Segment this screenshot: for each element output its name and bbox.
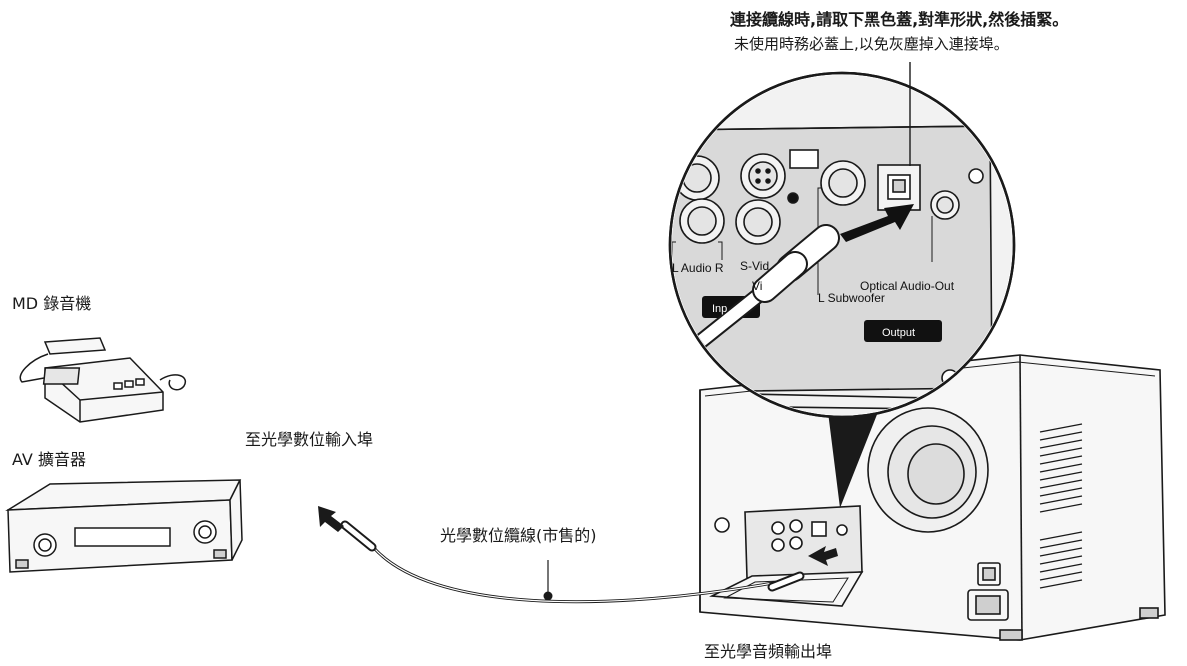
md-recorder-label: MD 錄音機 [12, 294, 92, 313]
arrow-to-device [318, 506, 344, 532]
panel-label-svideo: S-Vid [740, 259, 769, 273]
panel-label-input: Inp [712, 303, 727, 315]
to-optical-audio-out-label: 至光學音頻輸出埠 [704, 642, 833, 661]
md-recorder-illustration [19, 337, 187, 423]
panel-label-audio: L Audio R [672, 261, 724, 275]
av-amplifier-illustration [5, 479, 243, 573]
av-amplifier-label: AV 擴音器 [12, 450, 86, 469]
zoom-view: L Audio R S-Vid Vi L Subwoofer Optical A… [668, 62, 1016, 419]
panel-label-subwoofer: L Subwoofer [818, 291, 885, 305]
projector [699, 354, 1166, 641]
to-optical-digital-in-label: 至光學數位輸入埠 [245, 430, 374, 449]
callout-note: 未使用時務必蓋上,以免灰塵掉入連接埠。 [734, 35, 1009, 53]
panel-label-output: Output [882, 327, 915, 339]
panel-label-video: Vi [752, 279, 762, 293]
zoom-pointer [828, 412, 878, 508]
panel-label-optical: Optical Audio-Out [860, 279, 955, 293]
callout-title: 連接纜線時,請取下黑色蓋,對準形狀,然後插緊。 [730, 10, 1069, 29]
optical-digital-cable-label: 光學數位纜線(市售的) [440, 526, 597, 545]
optical-cable [340, 520, 805, 604]
insert-arrow-small [808, 546, 838, 566]
